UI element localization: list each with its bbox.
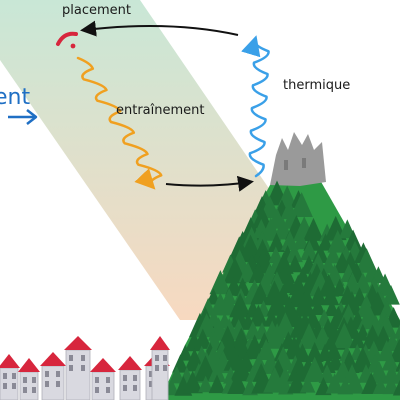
tree-icon <box>325 373 344 394</box>
tree-icon <box>343 229 363 251</box>
tree-icon <box>234 277 252 297</box>
tree-icon <box>230 356 253 382</box>
tree-icon <box>209 270 232 295</box>
house-icon <box>90 358 116 400</box>
tree-icon <box>332 322 356 349</box>
tree-icon <box>198 375 214 393</box>
tree-icon <box>227 371 248 394</box>
placement-label: placement <box>62 3 131 18</box>
tree-icon <box>265 323 289 349</box>
house-icon <box>18 358 40 400</box>
tree-icon <box>168 366 185 384</box>
tree-icon <box>318 364 336 383</box>
entrainment-label: entraînement <box>116 103 205 118</box>
tree-icon <box>303 356 326 382</box>
tree-icon <box>287 254 303 273</box>
tree-icon <box>382 284 400 305</box>
wind-label: ent <box>0 85 30 110</box>
tree-icon <box>293 291 316 317</box>
tree-icon <box>251 205 273 229</box>
tree-icon <box>178 344 193 361</box>
tree-icon <box>320 256 337 274</box>
tree-icon <box>285 242 303 263</box>
air-beam <box>0 0 270 320</box>
tree-icon <box>195 313 218 338</box>
forest <box>163 180 400 396</box>
tree-icon <box>207 361 227 382</box>
tree-icon <box>382 375 400 395</box>
entrainment-wave <box>76 56 163 190</box>
tree-icon <box>300 240 319 261</box>
tree-icon <box>267 232 286 252</box>
tree-icon <box>309 285 328 305</box>
tree-icon <box>365 340 383 360</box>
tree-icon <box>325 341 342 360</box>
tree-icon <box>310 298 326 316</box>
tree-icon <box>293 231 310 250</box>
tree-icon <box>229 293 252 318</box>
tree-icon <box>193 328 212 349</box>
house-icon <box>40 352 66 400</box>
house-icon <box>64 336 92 400</box>
village <box>0 336 170 400</box>
house-icon <box>118 356 142 400</box>
tree-icon <box>250 282 270 305</box>
tree-icon <box>392 379 400 396</box>
tree-icon <box>327 351 344 371</box>
tree-icon <box>381 351 399 371</box>
tree-icon <box>372 376 389 394</box>
tree-icon <box>299 375 316 393</box>
tree-icon <box>351 346 375 373</box>
tree-icon <box>297 323 321 349</box>
tree-icon <box>268 246 284 263</box>
bottom-transfer-arrow <box>165 175 254 192</box>
tree-icon <box>393 324 400 339</box>
tree-icon <box>368 360 390 384</box>
tree-icon <box>349 330 366 349</box>
tree-icon <box>345 371 365 394</box>
tree-icon <box>317 233 334 251</box>
tree-icon <box>273 252 294 274</box>
house-icon <box>150 336 170 400</box>
top-return-arrow <box>80 20 239 37</box>
thermal-label: thermique <box>283 78 350 93</box>
tree-icon <box>394 368 400 382</box>
tree-icon <box>182 370 203 394</box>
house-icon <box>0 354 20 400</box>
tree-icon <box>248 304 269 327</box>
tree-icon <box>290 192 313 217</box>
tree-icon <box>208 374 226 394</box>
tree-icon <box>321 286 340 306</box>
thermal-wave <box>241 35 270 178</box>
tree-icon <box>287 372 307 394</box>
tree-icon <box>223 257 247 284</box>
tree-icon <box>263 366 287 393</box>
placement-marker <box>56 31 78 49</box>
tree-icon <box>318 273 339 297</box>
castle-icon <box>270 132 326 186</box>
tree-icon <box>303 217 324 241</box>
wind-arrow <box>8 109 38 125</box>
tree-icon <box>353 272 373 294</box>
tree-icon <box>228 305 249 328</box>
tree-icon <box>395 360 400 372</box>
